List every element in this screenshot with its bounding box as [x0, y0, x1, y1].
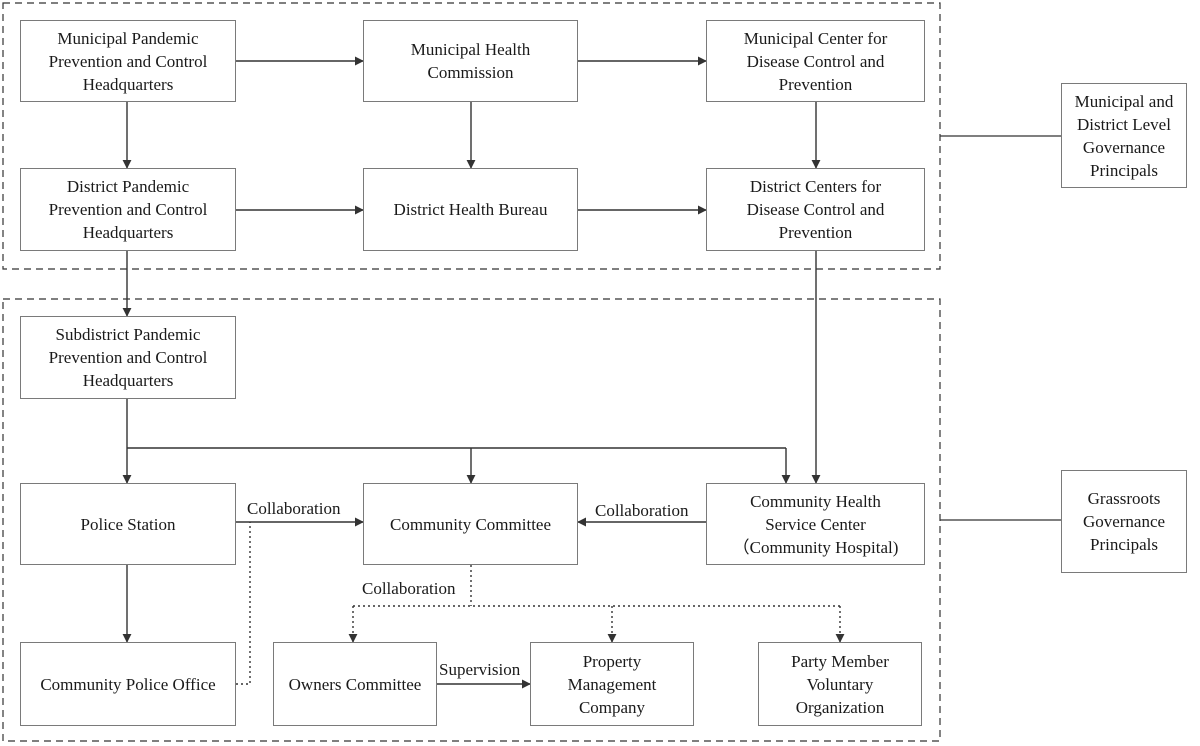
community-committee-label: Community Committee — [389, 514, 552, 534]
lower-group-label: Grassroots Governance Principals — [1082, 489, 1166, 554]
party-member-organization-label: Party Member Voluntary Organization — [791, 651, 889, 717]
community-committee-box: Community Committee — [363, 483, 578, 565]
hospital-committee-collaboration-label: Collaboration — [595, 501, 689, 521]
municipal-cdc-box: Municipal Center for Disease Control and… — [706, 20, 925, 102]
district-cdc-box: District Centers for Disease Control and… — [706, 168, 925, 251]
community-police-office-label: Community Police Office — [40, 674, 216, 694]
owners-committee-label: Owners Committee — [288, 674, 422, 694]
municipal-hq-box: Municipal Pandemic Prevention and Contro… — [20, 20, 236, 102]
district-hq-label: District Pandemic Prevention and Control… — [48, 177, 208, 242]
community-health-center-box: Community Health Service Center （Communi… — [706, 483, 925, 565]
police-station-box: Police Station — [20, 483, 236, 565]
district-hq-box: District Pandemic Prevention and Control… — [20, 168, 236, 251]
property-management-label: Property Management Company — [567, 651, 657, 717]
property-management-box: Property Management Company — [530, 642, 694, 726]
subdistrict-hq-box: Subdistrict Pandemic Prevention and Cont… — [20, 316, 236, 399]
upper-group-label: Municipal and District Level Governance … — [1074, 91, 1174, 180]
municipal-cdc-label: Municipal Center for Disease Control and… — [743, 28, 888, 94]
municipal-hq-label: Municipal Pandemic Prevention and Contro… — [48, 28, 208, 94]
committee-groups-collaboration-label: Collaboration — [362, 579, 456, 599]
supervision-label: Supervision — [439, 660, 521, 679]
district-health-bureau-box: District Health Bureau — [363, 168, 578, 251]
party-member-organization-box: Party Member Voluntary Organization — [758, 642, 922, 726]
lower-group-label-box: Grassroots Governance Principals — [1061, 470, 1187, 573]
community-police-office-box: Community Police Office — [20, 642, 236, 726]
upper-group-label-box: Municipal and District Level Governance … — [1061, 83, 1187, 188]
community-health-center-label: Community Health Service Center （Communi… — [732, 491, 899, 557]
municipal-health-commission-box: Municipal Health Commission — [363, 20, 578, 102]
municipal-health-commission-label: Municipal Health Commission — [410, 40, 531, 82]
police-station-label: Police Station — [80, 514, 176, 534]
district-cdc-label: District Centers for Disease Control and… — [746, 177, 885, 242]
owners-committee-box: Owners Committee — [273, 642, 437, 726]
dotted-police-office-link — [236, 522, 251, 685]
subdistrict-hq-label: Subdistrict Pandemic Prevention and Cont… — [48, 325, 208, 390]
district-health-bureau-label: District Health Bureau — [393, 200, 548, 219]
police-committee-collaboration-label: Collaboration — [247, 499, 341, 519]
